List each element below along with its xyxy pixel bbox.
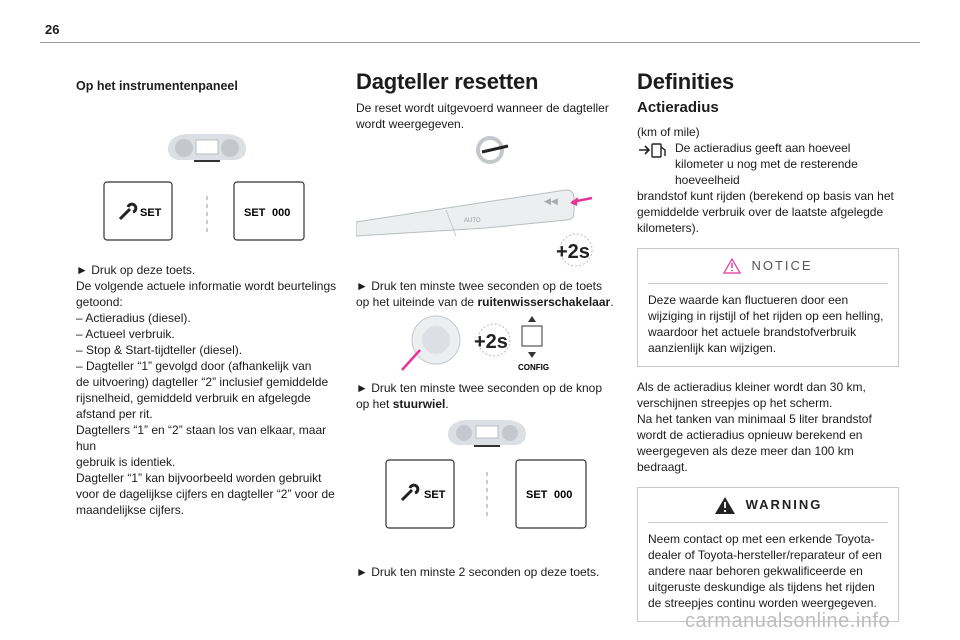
info-line: De volgende actuele informatie wordt beu… [76, 279, 337, 293]
header-rule [40, 42, 920, 43]
set-button[interactable]: SET [103, 181, 173, 241]
info-line: afstand per rit. [76, 407, 153, 421]
info-line: – Actieradius (diesel). [76, 311, 191, 325]
info-line: gebruik is identiek. [76, 455, 176, 469]
info-line: rijsnelheid, gemiddeld verbruik en afgel… [76, 391, 311, 405]
instruction-bullet-wheel: ► Druk ten minste twee seconden op de kn… [356, 381, 603, 411]
svg-text:◀◀: ◀◀ [544, 196, 558, 206]
info-line: – Stop & Start-tijdteller (diesel). [76, 343, 243, 357]
set-000-button[interactable]: SET 000 [233, 181, 305, 241]
instrument-cluster-illustration: SET SET 000 [103, 134, 305, 241]
wiper-stalk: AUTO ◀◀ [356, 189, 575, 237]
set-button-label: SET [140, 207, 162, 219]
info-line: voor de dagelijkse cijfers en dagteller … [76, 487, 335, 501]
set-000-label: SET [244, 207, 266, 219]
set-000-button[interactable]: SET 000 [515, 459, 587, 529]
unit-text: (km of mile) [637, 125, 700, 139]
para-refuel: Na het tanken van minimaal 5 liter brand… [637, 412, 872, 474]
column-instrument-panel: Op het instrumentenpaneel SET SET 000 ► … [76, 70, 338, 518]
steering-control-icon [411, 315, 461, 365]
para-dashes: Als de actieradius kleiner wordt dan 30 … [637, 380, 866, 410]
zeros-label: 000 [272, 207, 290, 219]
notice-label: NOTICE [751, 258, 813, 273]
timer-2s-badge: +2s [474, 323, 511, 357]
info-line: – Actueel verbruik. [76, 327, 175, 341]
warning-icon [714, 496, 735, 514]
zeros-label: 000 [554, 489, 572, 501]
section-title: Definities [637, 69, 735, 94]
warning-text: Neem contact op met een erkende Toyota-d… [648, 522, 888, 611]
notice-text: Deze waarde kan fluctueren door een wijz… [648, 283, 888, 356]
info-list: De volgende actuele informatie wordt beu… [76, 278, 338, 518]
dashboard-icon [448, 420, 526, 447]
wrench-icon [400, 483, 420, 502]
instruction-bullet-wiper: ► Druk ten minste twee seconden op de to… [356, 279, 614, 309]
badge-2s-label: +2s [556, 241, 590, 263]
range-description: De actieradius geeft aan hoeveel kilomet… [675, 141, 858, 187]
info-line: Dagteller “1” kan bijvoorbeeld worden ge… [76, 471, 322, 485]
instrument-cluster-illustration-2: SET SET 000 [385, 420, 587, 529]
svg-text:AUTO: AUTO [464, 218, 481, 224]
section-heading: Op het instrumentenpaneel [76, 79, 238, 93]
page-number: 26 [45, 22, 60, 37]
column-reset: Dagteller resetten De reset wordt uitgev… [356, 70, 618, 580]
steering-wheel-config-illustration: +2s CONFIG [401, 315, 549, 372]
intro-text: De reset wordt uitgevoerd wanneer de dag… [356, 101, 609, 131]
instruction-bullet: ► Druk op deze toets. [76, 263, 196, 277]
info-line: Dagtellers “1” en “2” staan los van elka… [76, 423, 327, 453]
info-line: de uitvoering) dagteller “2” inclusief g… [76, 375, 329, 389]
notice-box: NOTICE Deze waarde kan fluctueren door e… [637, 248, 899, 367]
warning-label: WARNING [745, 497, 823, 512]
info-line: – Dagteller “1” gevolgd door (afhankelij… [76, 359, 312, 373]
warning-box: WARNING Neem contact op met een erkende … [637, 487, 899, 622]
set-000-label: SET [526, 489, 548, 501]
timer-2s-badge: +2s [556, 233, 593, 267]
column-definitions: Definities Actieradius (km of mile) De a… [637, 70, 899, 622]
info-line: getoond: [76, 295, 123, 309]
wiper-stalk-illustration: AUTO ◀◀ +2s [356, 136, 593, 267]
set-button[interactable]: SET [385, 459, 455, 529]
instruction-bullet-set: ► Druk ten minste 2 seconden op deze toe… [356, 565, 600, 579]
fuel-range-icon [639, 143, 666, 158]
range-description-cont: brandstof kunt rijden (berekend op basis… [637, 189, 894, 235]
caution-icon [723, 258, 742, 274]
section-title: Dagteller resetten [356, 69, 539, 94]
pointer-arrow-icon [401, 349, 421, 371]
dashboard-icon [168, 134, 246, 162]
subsection-title: Actieradius [637, 99, 719, 116]
watermark: carmanualsonline.info [685, 610, 891, 632]
config-label: CONFIG [518, 363, 549, 372]
badge-2s-label: +2s [474, 331, 508, 353]
config-button[interactable]: CONFIG [518, 316, 549, 372]
steering-wheel-icon [476, 136, 509, 164]
set-button-label: SET [424, 489, 446, 501]
info-line: maandelijkse cijfers. [76, 503, 185, 517]
wrench-icon [118, 202, 138, 221]
